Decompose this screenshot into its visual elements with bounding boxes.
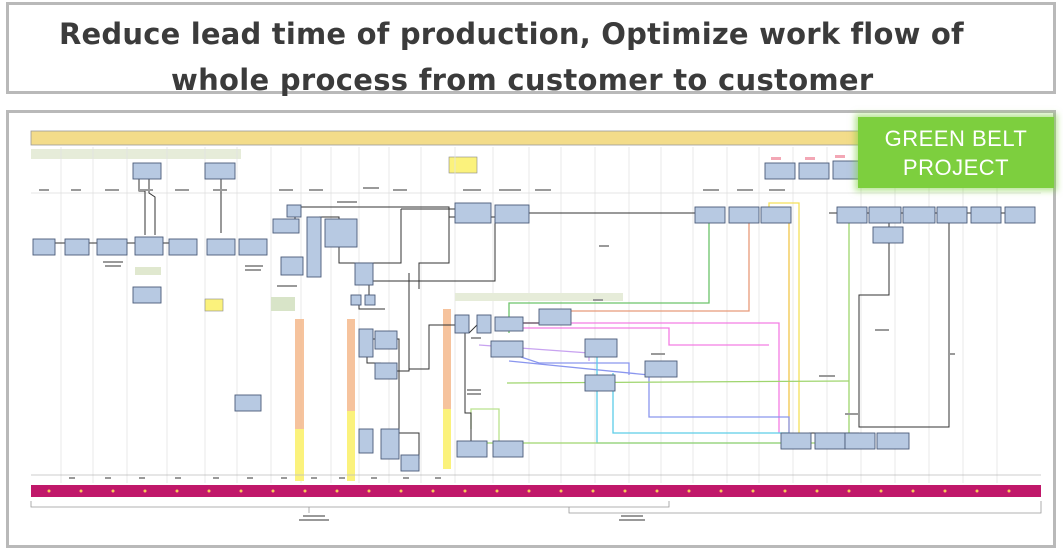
kaizen-note: [204, 298, 224, 312]
highlight-column: [295, 429, 304, 481]
lead-time-ticks: [69, 477, 441, 479]
summary-brackets: [30, 501, 1042, 514]
inventory-note: [135, 267, 161, 275]
swimlane-band: [31, 149, 241, 159]
highlight-column: [347, 319, 355, 411]
highlight-column: [443, 309, 451, 409]
highlight-column: [443, 409, 451, 469]
process-boxes: [32, 160, 1036, 472]
badge-line-2: PROJECT: [902, 155, 1010, 180]
kaizen-note: [448, 156, 478, 174]
red-markers: [771, 155, 845, 160]
summary-labels: [299, 515, 645, 521]
highlight-column: [295, 319, 304, 429]
value-stream-map: [30, 130, 1042, 521]
timeline-bar: [31, 485, 1041, 497]
kaizen-note: [271, 297, 295, 311]
flow-lines: [470, 202, 850, 453]
title-line-1: Reduce lead time of production, Optimize…: [59, 17, 964, 51]
title-line-2: whole process from customer to customer: [171, 63, 874, 97]
badge-line-1: GREEN BELT: [884, 126, 1028, 151]
swimlane-band: [455, 293, 623, 301]
highlight-column: [347, 411, 355, 481]
green-belt-badge: GREEN BELT PROJECT: [858, 117, 1054, 188]
timeline-dots: [47, 489, 1011, 493]
tiny-labels: [39, 187, 955, 415]
title-banner: Reduce lead time of production, Optimize…: [6, 2, 1056, 97]
